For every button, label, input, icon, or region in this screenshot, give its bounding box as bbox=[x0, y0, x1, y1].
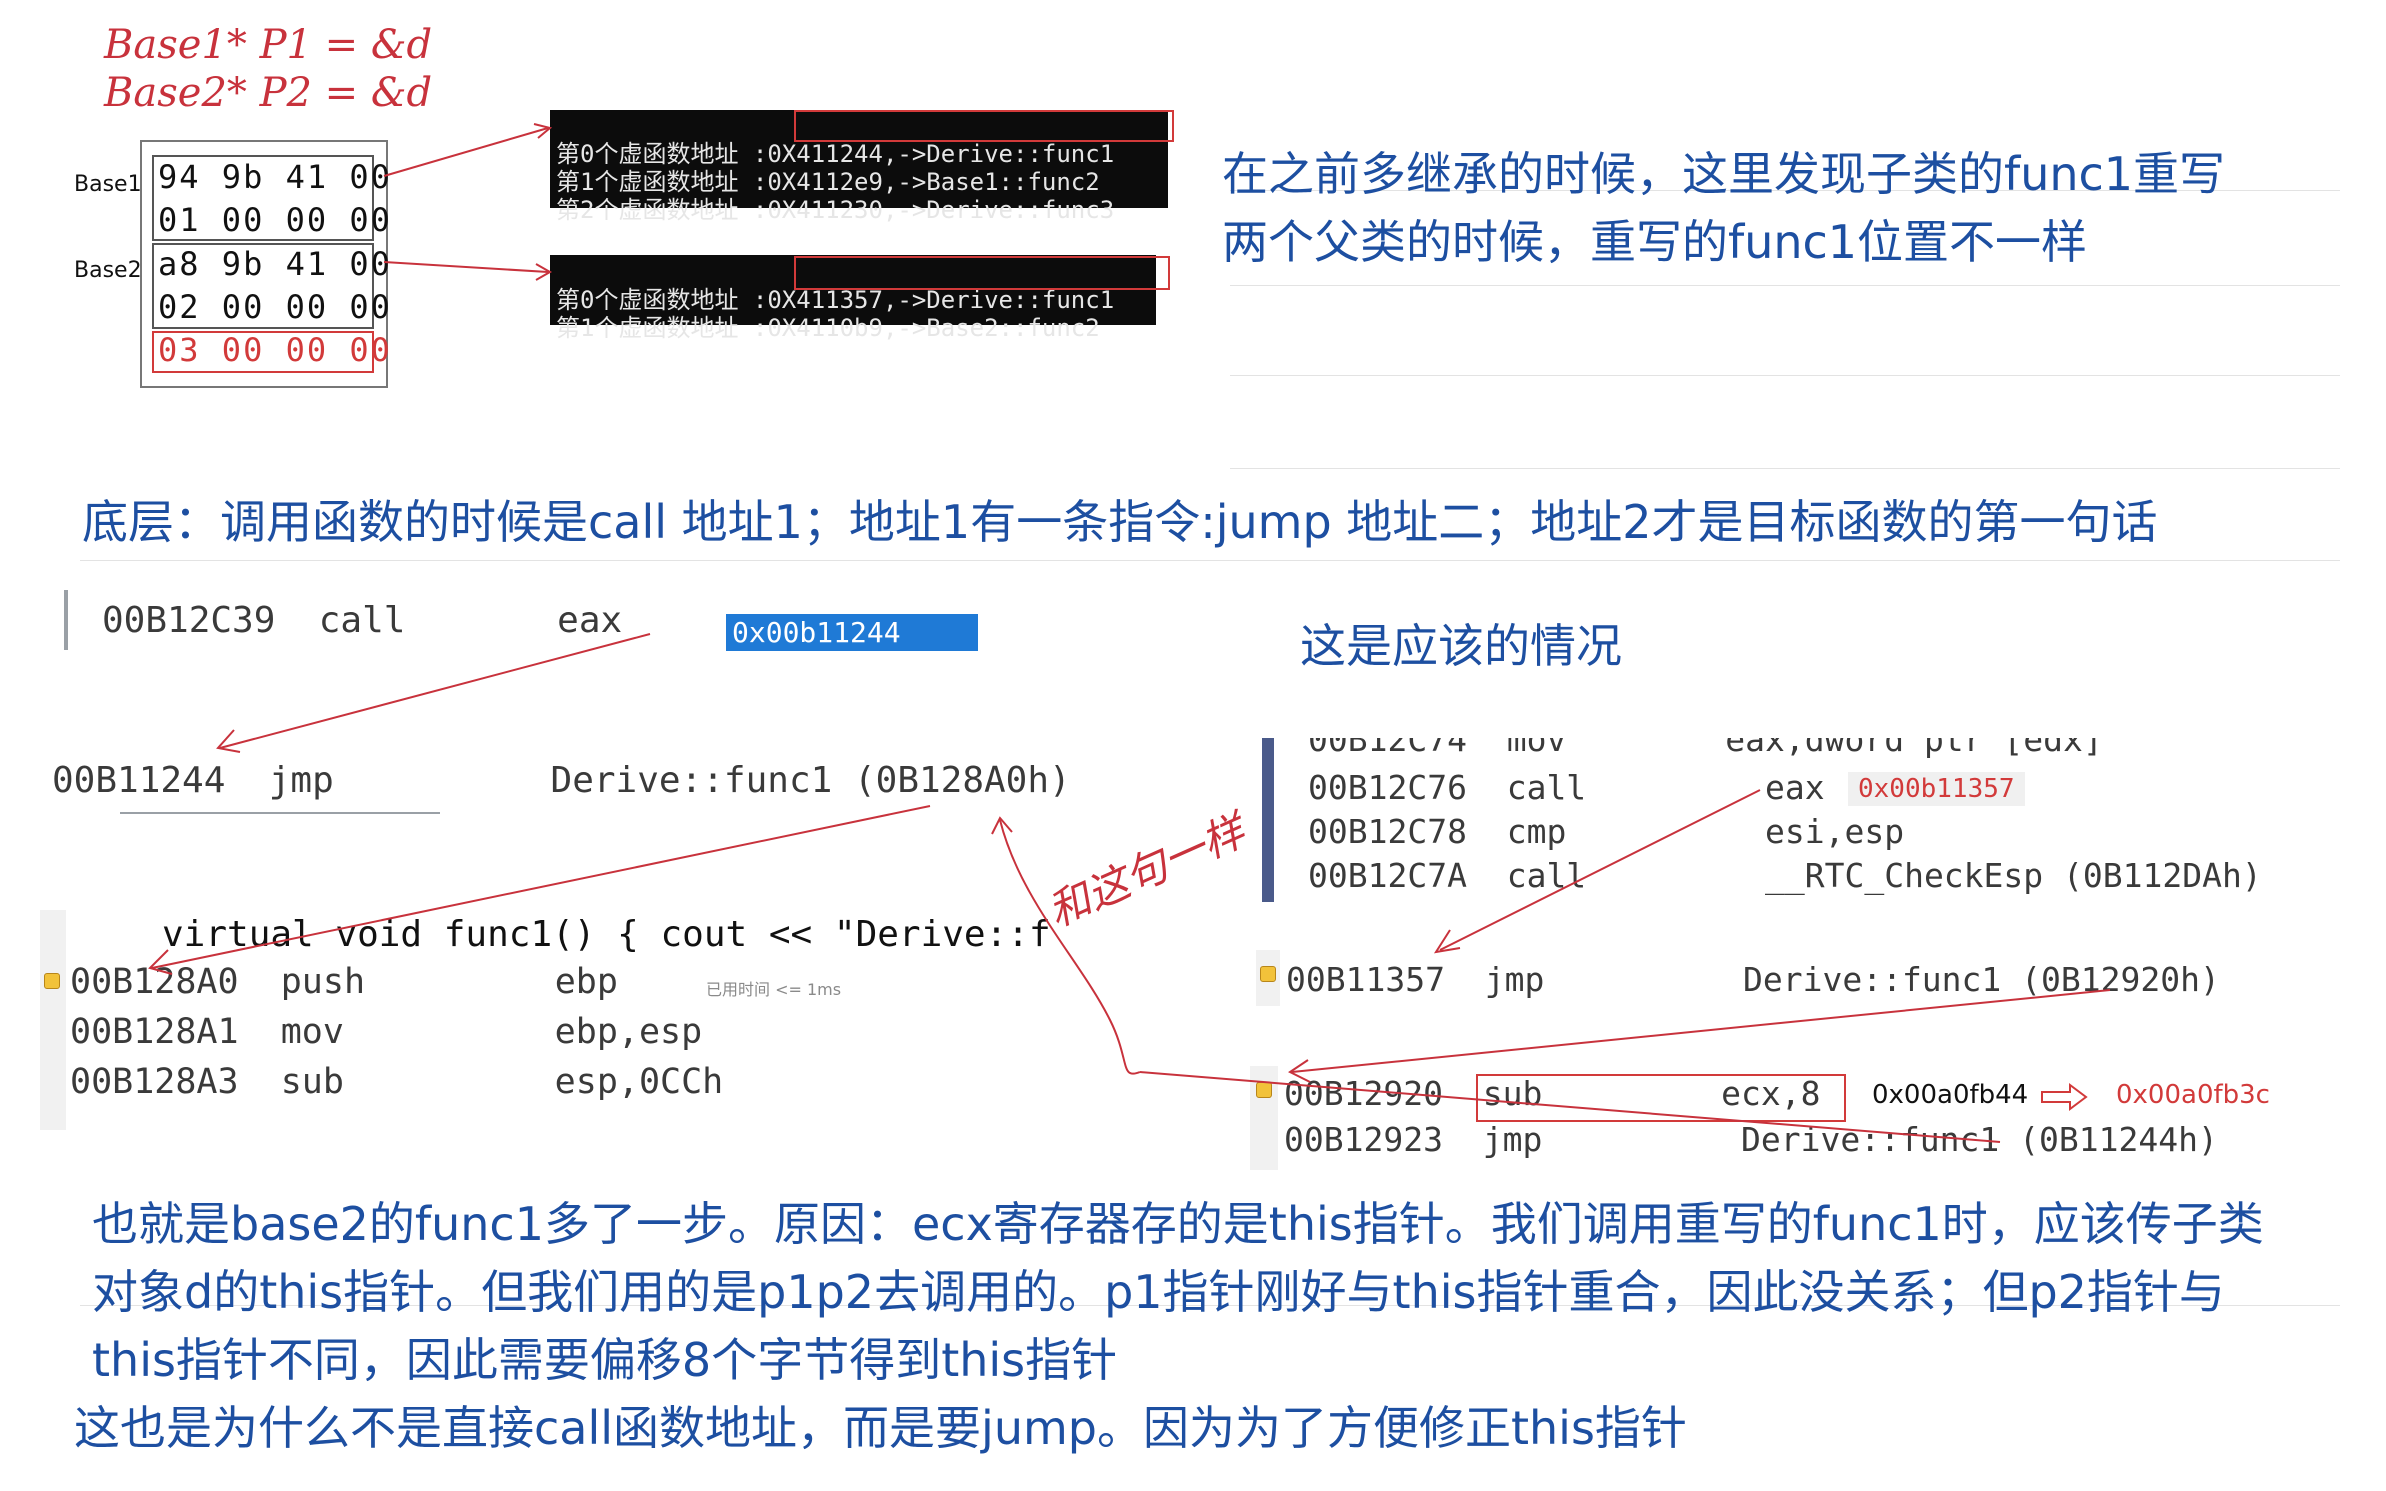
base2-subobject-box bbox=[152, 243, 374, 329]
memory-row: 94 9b 41 00 bbox=[158, 158, 392, 196]
note-expected-case: 这是应该的情况 bbox=[1300, 619, 1622, 673]
ecx-after-value: 0x00a0fb3c bbox=[2116, 1080, 2270, 1110]
disasm-row: 00B12C7A call __RTC_CheckEsp (0B112DAh) bbox=[1308, 856, 2262, 895]
vtable1-func1-highlight bbox=[794, 110, 1174, 142]
call-value-tooltip: 0x00b11244 bbox=[726, 614, 978, 651]
right-disasm-panel: 00B12C74 mov eax,dword ptr [edx] 00B12C7… bbox=[1262, 738, 2262, 902]
memory-row: a8 9b 41 00 bbox=[158, 245, 392, 283]
note-top-right-line2: 两个父类的时候，重写的func1位置不一样 bbox=[1222, 215, 2088, 269]
disasm-row: 00B12C76 call eax bbox=[1308, 768, 1825, 807]
base2-label: Base2 bbox=[74, 258, 142, 283]
note-explanation-line2: 对象d的this指针。但我们用的是p1p2去调用的。p1指针刚好与this指针重… bbox=[92, 1265, 2225, 1319]
base1-label: Base1 bbox=[74, 172, 142, 197]
note-call-jump-mechanism: 底层：调用函数的时候是call 地址1；地址1有一条指令:jump 地址二；地址… bbox=[82, 495, 2158, 549]
disasm-jmp-row: 00B11357 jmp Derive::func1 (0B12920h) bbox=[1286, 960, 2220, 999]
note-top-right-line1: 在之前多继承的时候，这里发现子类的func1重写 bbox=[1222, 147, 2226, 201]
note-explanation-line4: 这也是为什么不是直接call函数地址，而是要jump。因为为了方便修正this指… bbox=[74, 1401, 1687, 1455]
vtable2-entry-0: 第0个虚函数地址 :0X411357,->Derive::func1 bbox=[556, 286, 1115, 314]
base1-subobject-box bbox=[152, 155, 374, 241]
left-call-gutter bbox=[64, 590, 68, 650]
current-instruction-arrow-icon bbox=[1260, 966, 1276, 982]
object-memory-layout bbox=[140, 140, 388, 388]
disasm-row-cut: 00B12C74 mov eax,dword ptr [edx] bbox=[1308, 738, 2103, 759]
disasm-row: 00B12C78 cmp esi,esp bbox=[1308, 812, 1905, 851]
memory-row: 02 00 00 00 bbox=[158, 288, 392, 326]
call-eax-value-tooltip: 0x00b11357 bbox=[1848, 772, 2025, 806]
handwritten-pointer-p1: Base1* P1 = &d bbox=[104, 22, 433, 68]
memory-row: 01 00 00 00 bbox=[158, 201, 392, 239]
left-disasm-gutter bbox=[40, 910, 66, 1130]
vtable1-entry-2: 第2个虚函数地址 :0X411230,->Derive::func3 bbox=[556, 196, 1115, 224]
vtable2-entry-1: 第1个虚函数地址 :0X4110b9,->Base2::func2 bbox=[556, 314, 1100, 342]
vtable1-console bbox=[550, 110, 1168, 208]
source-line: virtual void func1() { cout << "Derive::… bbox=[162, 914, 1051, 955]
handwritten-pointer-p2: Base2* P2 = &d bbox=[104, 70, 433, 116]
derived-member-box bbox=[152, 331, 374, 373]
disasm-row: 00B128A3 sub esp,0CCh bbox=[70, 1062, 724, 1102]
elapsed-time-label: 已用时间 <= 1ms bbox=[706, 980, 842, 999]
note-explanation-line3: this指针不同，因此需要偏移8个字节得到this指针 bbox=[92, 1333, 1118, 1387]
arrow-right-icon bbox=[2040, 1082, 2090, 1116]
disasm-jmp2-row: 00B12923 jmp Derive::func1 (0B11244h) bbox=[1284, 1120, 2218, 1159]
ecx-before-value: 0x00a0fb44 bbox=[1872, 1080, 2029, 1110]
note-explanation-line1: 也就是base2的func1多了一步。原因：ecx寄存器存的是this指针。我们… bbox=[92, 1197, 2264, 1251]
vtable1-entry-1: 第1个虚函数地址 :0X4112e9,->Base1::func2 bbox=[556, 168, 1100, 196]
memory-row: 03 00 00 00 bbox=[158, 331, 392, 369]
disasm-row: 00B128A1 mov ebp,esp bbox=[70, 1012, 703, 1052]
vtable2-console bbox=[550, 255, 1156, 325]
asm-jmp-line: 00B11244 jmp Derive::func1 (0B128A0h) bbox=[52, 760, 1071, 801]
vtable1-entry-0: 第0个虚函数地址 :0X411244,->Derive::func1 bbox=[556, 140, 1115, 168]
current-instruction-arrow-icon bbox=[44, 973, 60, 989]
vtable2-func1-highlight bbox=[794, 256, 1170, 290]
asm-call-line: 00B12C39 call eax bbox=[102, 600, 623, 641]
asm-underline bbox=[120, 812, 440, 814]
sub-instruction-highlight bbox=[1476, 1074, 1846, 1122]
